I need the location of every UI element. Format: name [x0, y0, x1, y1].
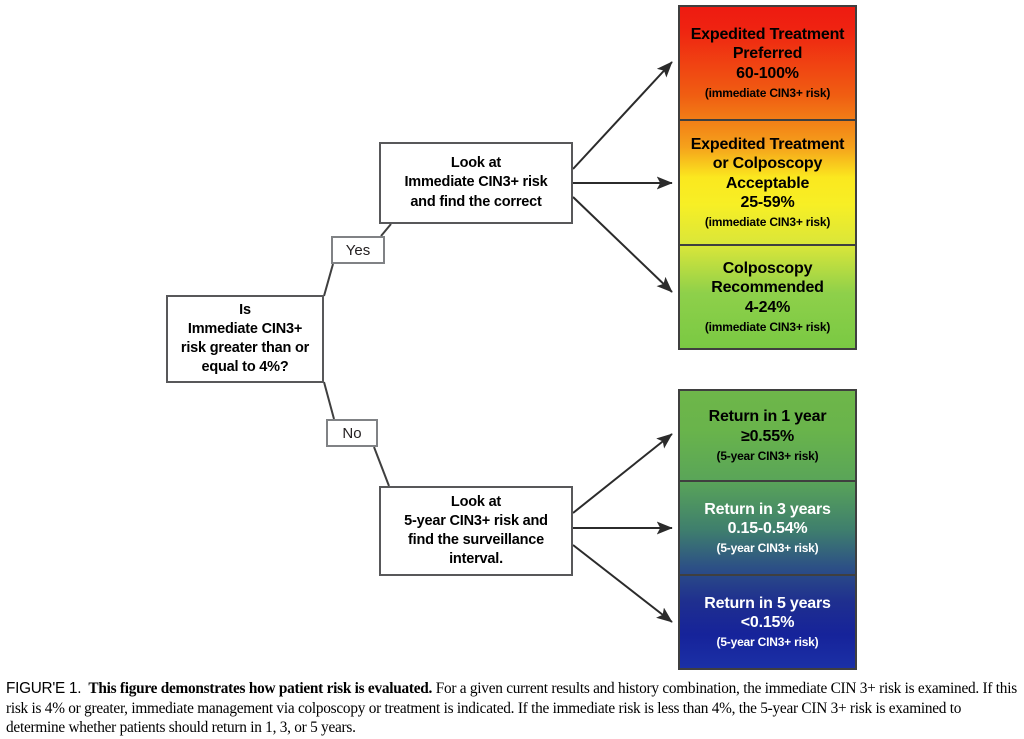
result-line-1: Colposcopy: [722, 260, 813, 278]
process-box-5year-risk: Look at 5-year CIN3+ risk and find the s…: [379, 486, 573, 576]
result-value: 60-100%: [736, 64, 799, 82]
result-value: 25-59%: [740, 193, 795, 211]
5year-risk-gradient: [680, 391, 855, 668]
result-risk-basis: (5-year CIN3+ risk): [716, 541, 819, 556]
result-line-1: Expedited Treatment: [690, 26, 845, 44]
result-risk-basis: (5-year CIN3+ risk): [716, 635, 819, 650]
result-line-1: Return in 5 years: [704, 594, 831, 612]
result-return-in-5-years: Return in 5 years <0.15% (5-year CIN3+ r…: [680, 574, 855, 668]
result-line-2: Recommended: [711, 279, 824, 297]
result-value: 4-24%: [744, 298, 791, 316]
arrow-to-return-5-years: [572, 544, 673, 623]
result-risk-basis: (immediate CIN3+ risk): [704, 319, 831, 334]
result-value: 0.15-0.54%: [727, 520, 808, 537]
process-immediate-line-2: Immediate CIN3+ risk: [404, 174, 548, 191]
process-immediate-line-1: Look at: [450, 155, 502, 172]
process-5year-line-1: Look at: [450, 493, 502, 510]
result-value: ≥0.55%: [741, 427, 794, 445]
result-line-1: Return in 1 year: [708, 408, 827, 426]
results-stack-5year-risk: Return in 1 year ≥0.55% (5-year CIN3+ ri…: [678, 389, 857, 670]
process-box-immediate-risk: Look at Immediate CIN3+ risk and find th…: [379, 142, 573, 224]
result-line-1: Expedited Treatment: [690, 136, 845, 154]
result-line-1: Return in 3 years: [704, 500, 831, 518]
arrow-to-colposcopy-recommended: [572, 196, 673, 293]
decision-line-2: Immediate CIN3+: [187, 320, 303, 337]
process-5year-line-2: 5-year CIN3+ risk and: [404, 512, 548, 529]
branch-label-no-text: No: [342, 424, 362, 442]
decision-line-1: Is: [239, 301, 251, 318]
arrow-to-return-1-year: [572, 433, 673, 514]
connector-yes-to-process-immediate: [380, 223, 392, 237]
connector-no-to-process-5year: [373, 446, 390, 487]
process-5year-line-3: find the surveillance: [407, 532, 544, 548]
decision-line-4: equal to 4%?: [201, 359, 289, 376]
result-expedited-or-colposcopy-acceptable: Expedited Treatment or Colposcopy Accept…: [680, 119, 855, 244]
immediate-risk-gradient: [680, 7, 855, 348]
result-return-in-1-year: Return in 1 year ≥0.55% (5-year CIN3+ ri…: [680, 391, 855, 480]
result-risk-basis: (immediate CIN3+ risk): [704, 85, 831, 100]
connector-decision-to-yes: [323, 263, 334, 297]
decision-line-3: risk greater than or: [180, 340, 310, 356]
result-risk-basis: (immediate CIN3+ risk): [704, 214, 831, 229]
figure-caption-prefix: FIGUR'E 1.: [6, 680, 82, 697]
result-risk-basis: (5-year CIN3+ risk): [716, 448, 819, 463]
connector-decision-to-no: [323, 381, 335, 420]
result-line-2: Preferred: [732, 45, 803, 63]
branch-label-yes-text: Yes: [345, 241, 371, 259]
result-line-3: Acceptable: [725, 174, 810, 192]
process-5year-line-4: interval.: [449, 551, 503, 568]
figure-caption: FIGUR'E 1. This figure demonstrates how …: [6, 679, 1018, 738]
branch-label-yes: Yes: [331, 236, 385, 264]
result-colposcopy-recommended: Colposcopy Recommended 4-24% (immediate …: [680, 244, 855, 348]
result-value: <0.15%: [740, 614, 795, 631]
decision-box-immediate-risk: Is Immediate CIN3+ risk greater than or …: [166, 295, 324, 383]
result-line-2: or Colposcopy: [712, 155, 823, 173]
results-stack-immediate-risk: Expedited Treatment Preferred 60-100% (i…: [678, 5, 857, 350]
figure-caption-body: For a given current results and history …: [6, 680, 1017, 737]
result-return-in-3-years: Return in 3 years 0.15-0.54% (5-year CIN…: [680, 480, 855, 574]
result-expedited-treatment-preferred: Expedited Treatment Preferred 60-100% (i…: [680, 7, 855, 119]
figure-caption-bold: This figure demonstrates how patient ris…: [88, 680, 433, 697]
arrow-to-expedited-treatment: [572, 61, 673, 170]
process-immediate-line-3: and find the correct: [410, 193, 542, 210]
branch-label-no: No: [326, 419, 378, 447]
